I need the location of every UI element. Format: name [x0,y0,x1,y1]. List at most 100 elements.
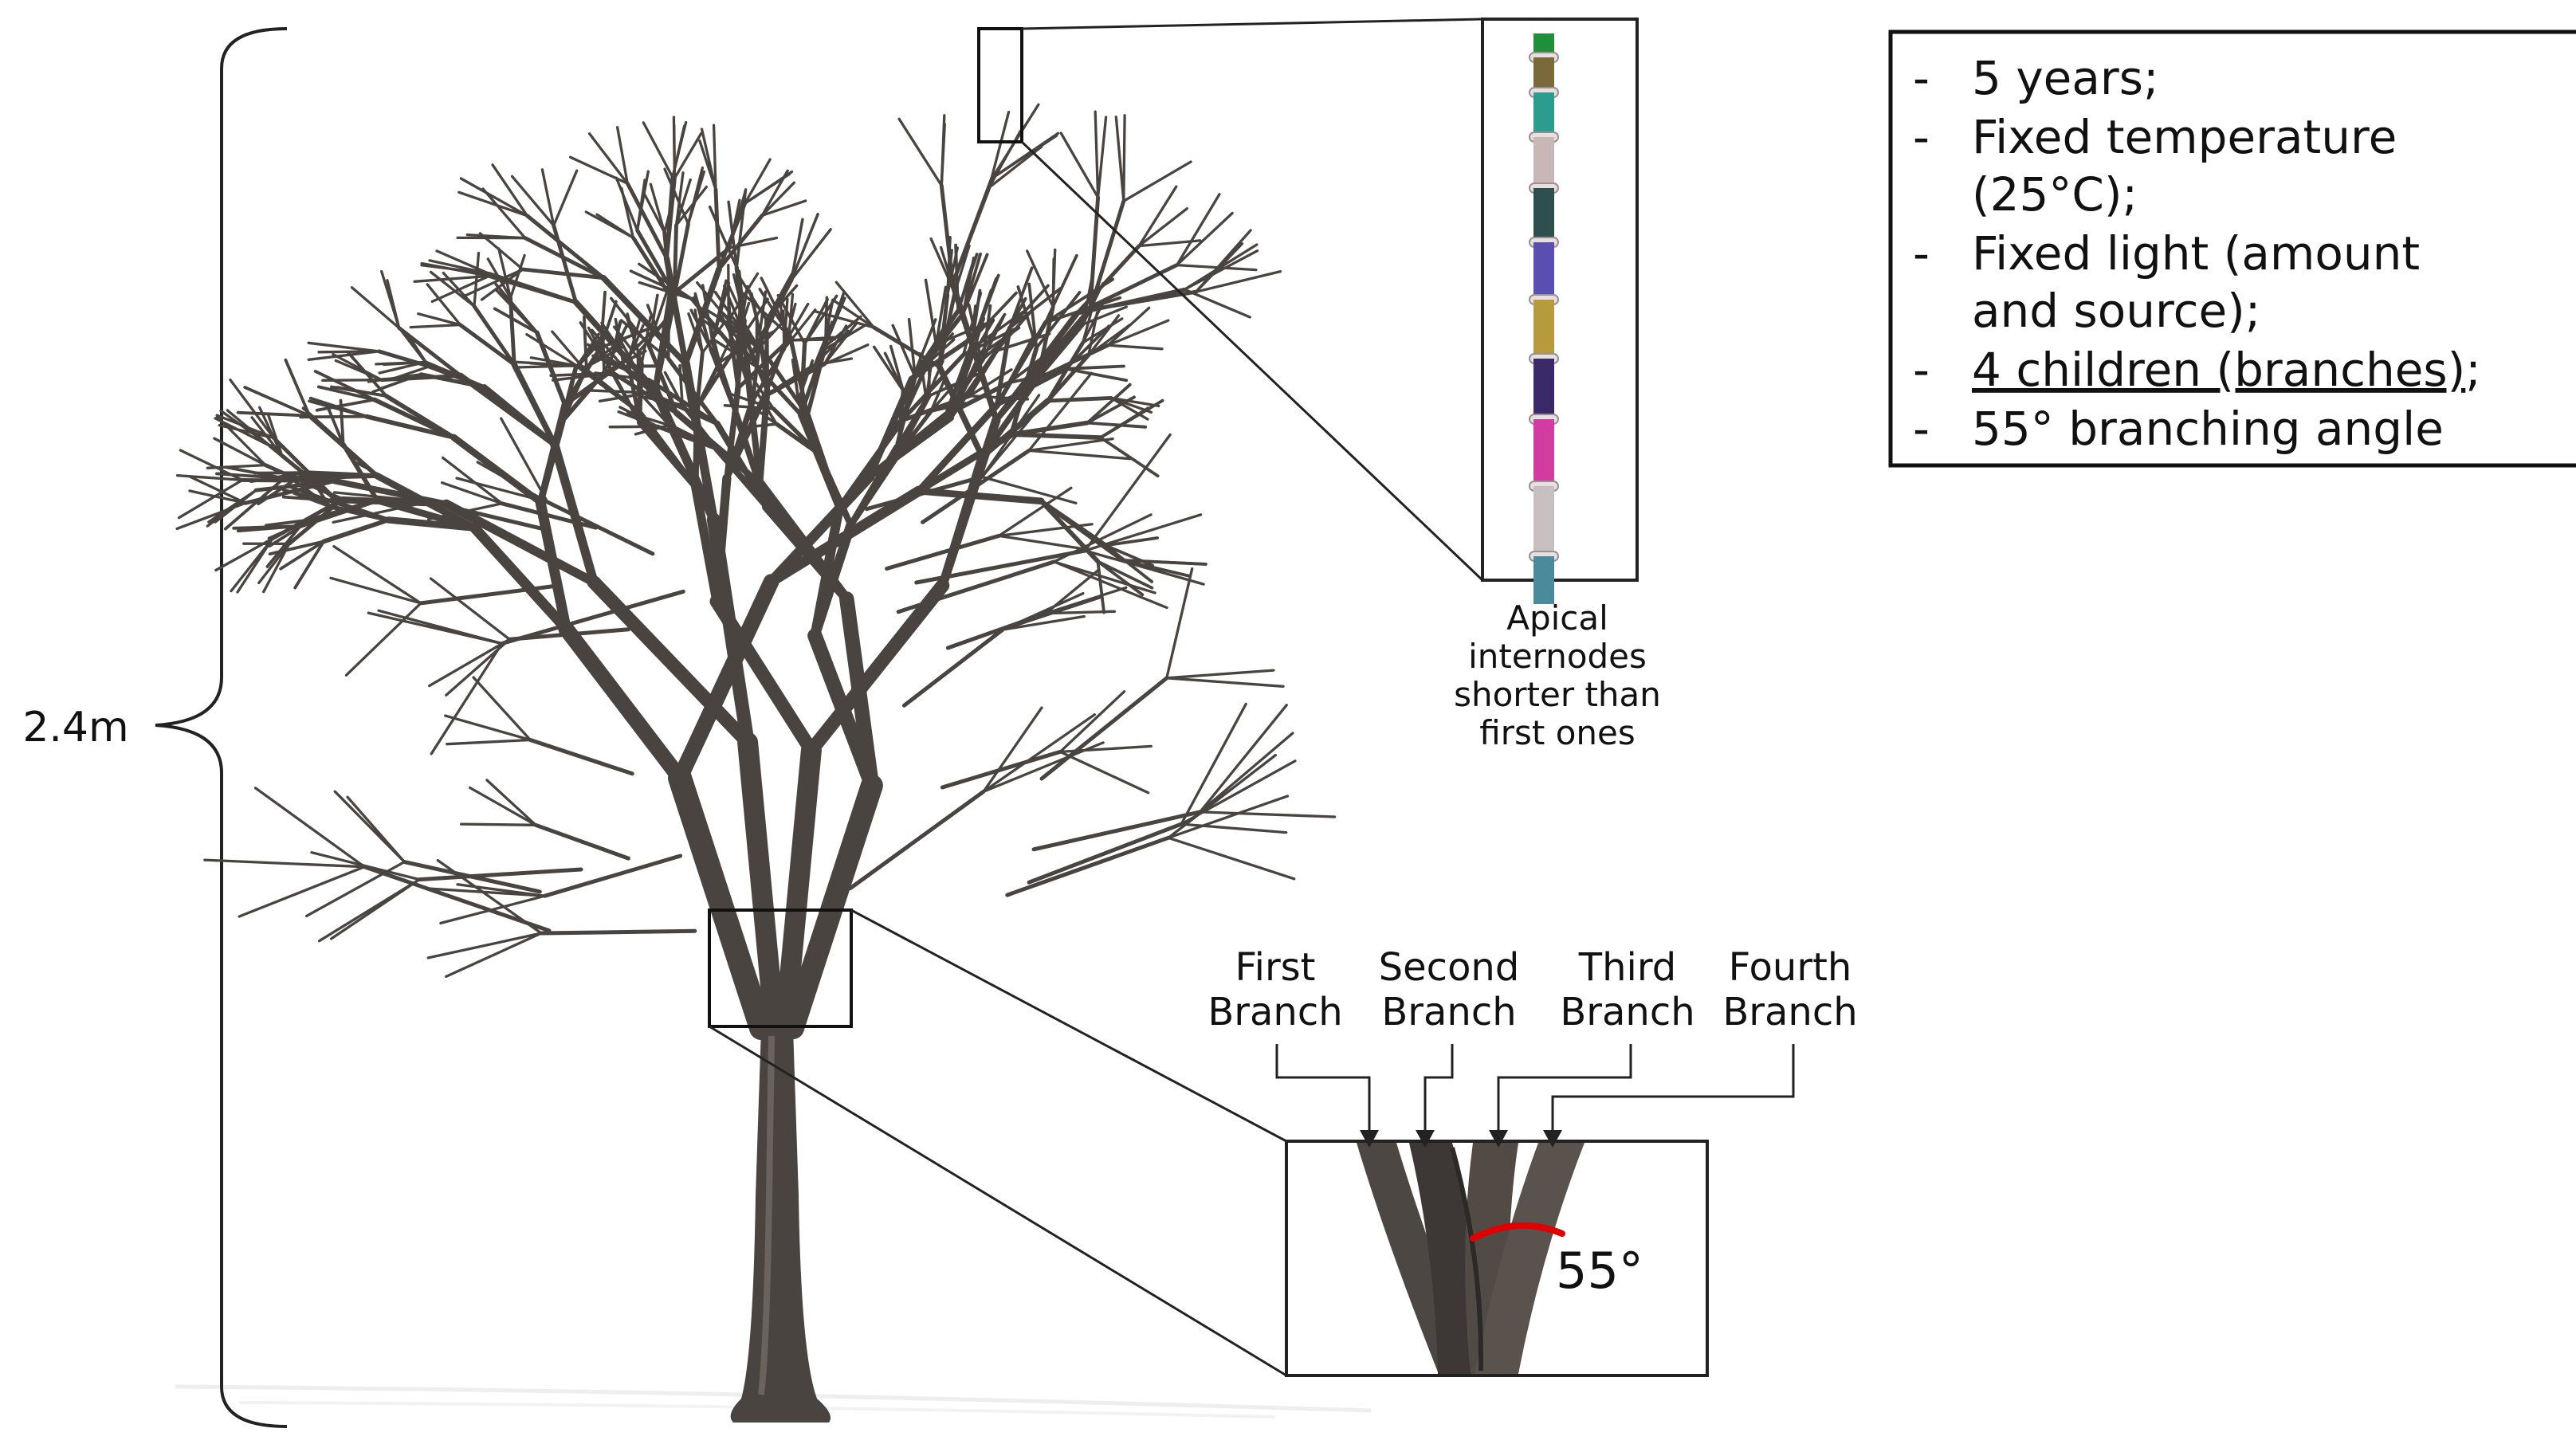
tree-twig [265,524,302,568]
internode-segment [1533,486,1554,556]
tree-twig [673,131,703,180]
tree-twig [823,343,870,366]
branching-zoom-branches [1357,1143,1584,1374]
tree-branch [994,325,1012,408]
tree-twig [649,182,666,234]
tree-branch [1035,322,1086,381]
tree-branch [1039,498,1125,563]
tree-twig [301,406,345,446]
tree-twig [497,247,512,300]
tree-twig [620,186,635,239]
tree-twig [635,170,650,232]
tree-twig [1096,559,1145,597]
tree-branch [511,361,558,448]
tree-branch [533,822,630,861]
apical-caption-line-2: internodes [1468,637,1647,676]
tree-twig [981,304,992,361]
tree-twig [525,332,579,367]
condition-5-bullet: - [1913,402,1930,456]
internode-segment [1533,300,1554,359]
tree-branch [741,331,770,393]
tree-branch [1005,835,1171,897]
tree-twig [207,489,257,524]
zoom-connector-bottom-1 [850,908,1287,1143]
tree-twig [1096,559,1154,590]
tree-branch [796,398,821,456]
branch-label-third-line-2: Branch [1560,990,1694,1034]
tree-twig [461,268,524,299]
tree-twig [712,124,717,191]
apical-zoom-source-box [977,27,1023,143]
tree-twig [413,274,491,283]
apical-caption-line-4: first ones [1479,713,1635,752]
tree-twig [552,169,579,227]
arrow-second-branch [1423,1044,1454,1132]
tree-twig [428,638,511,688]
tree-twig [332,544,422,605]
tree-twig [784,302,797,343]
tree-twig [638,392,671,427]
tree-twig [551,330,583,368]
tree-twig [700,128,717,191]
tree-twig [728,198,741,249]
tree-twig [940,114,946,187]
tree-branch [487,273,578,304]
tree-branch [1046,353,1091,403]
tree-branch [364,414,457,440]
zoom-branch-fourth [1475,1143,1584,1374]
tree-branch [1031,810,1203,852]
tree-branch [937,290,957,369]
tree-twig [441,456,504,505]
tree-twig [315,398,376,412]
tree-twig [600,321,630,363]
tree-branch [536,418,566,506]
tree-twig [727,200,739,269]
tree-twig [1194,229,1252,293]
tree-twig [1137,185,1178,248]
tree-branch [899,394,972,423]
tree-branch [469,523,571,634]
tree-twig [1027,282,1039,350]
tree-twig [316,385,376,402]
tree-twig [336,386,388,398]
tree-twig [1122,160,1192,202]
tree-twig [188,475,247,504]
zoom-branch-shade [1450,1147,1484,1372]
tree-branch [377,349,463,378]
tree-twig [494,282,539,335]
tree-branch [757,330,770,393]
tree-twig [481,187,527,240]
internode-segment [1533,242,1554,300]
tree-branch [993,310,1080,423]
tree-twig [587,132,629,185]
tree-twig [674,185,709,227]
apical-caption-line-1: Apical [1506,598,1608,638]
tree-branch [650,386,719,524]
tree-branch [379,373,463,383]
tree-twig [783,308,817,351]
tree-twig [740,291,792,338]
tree-twig [1109,396,1153,414]
branch-label-second-line-1: Second [1379,945,1520,990]
tree-branch [418,583,560,606]
tree-twig [332,353,383,382]
tree-twig [1106,343,1164,351]
tree-branch [673,410,764,487]
tree-twig [238,865,366,918]
condition-3-line-1: Fixed light (amount [1972,226,2420,281]
tree-branch [940,749,1062,790]
tree-twig [646,304,670,361]
tree-twig [377,609,504,646]
branch-label-third-line-1: Third [1578,945,1676,990]
tree-twig [426,887,547,897]
branch-label-first-line-2: Branch [1208,990,1342,1034]
tree-twig [500,417,549,504]
tree-twig [313,370,376,402]
tree-twig [1106,319,1170,347]
branch-label-first-line-1: First [1235,945,1315,990]
tree-twig [430,642,504,755]
tree-twig [445,932,543,979]
tree-branch [712,473,732,606]
tree-branch [689,296,749,367]
